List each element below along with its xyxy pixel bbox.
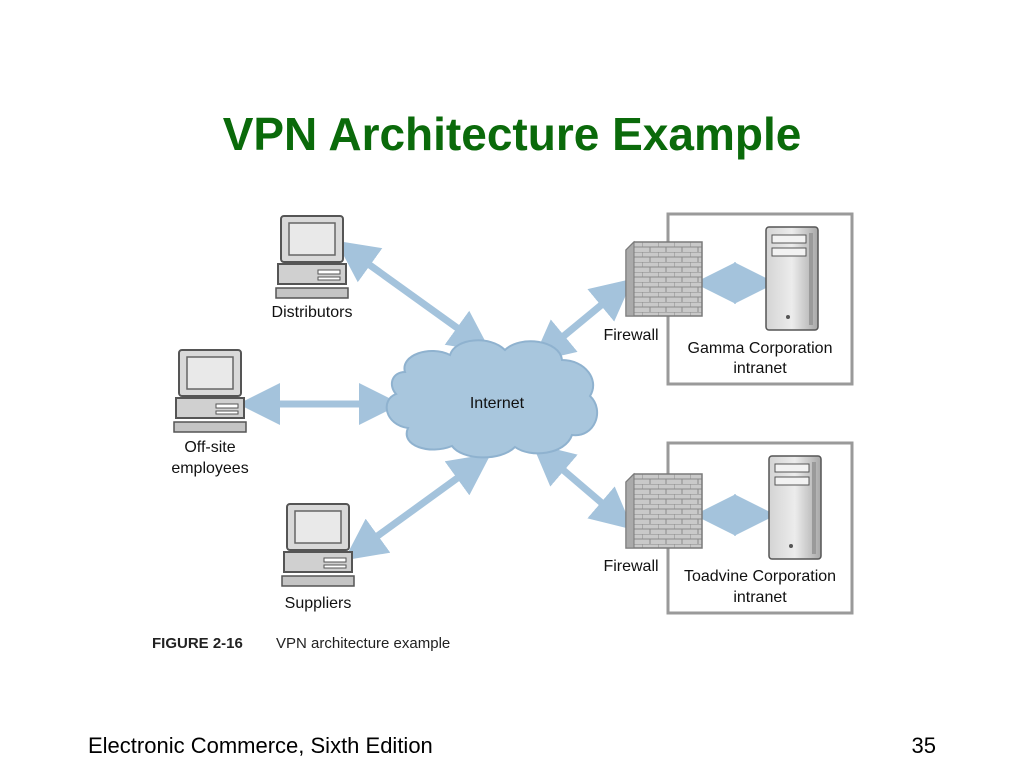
figure-number: FIGURE 2-16 [152,635,243,652]
label-offsite-line1: Off-site [184,439,236,456]
label-toadvine-line2: intranet [733,589,787,606]
firewall-bottom-icon [625,472,703,549]
label-gamma-line1: Gamma Corporation [687,340,833,357]
connection-arrows [238,240,776,561]
computer-distributors-icon [275,215,349,299]
computer-suppliers-icon [281,503,355,587]
arrow-internet-firewall-top [531,278,634,363]
label-firewall-top: Firewall [603,327,659,344]
label-firewall-bottom: Firewall [603,558,659,575]
label-gamma-line2: intranet [733,360,787,377]
arrow-distributors-internet [335,240,492,353]
internet-cloud [385,339,599,459]
figure-caption: VPN architecture example [276,635,451,652]
label-toadvine-line1: Toadvine Corporation [683,568,837,585]
server-toadvine-icon [768,455,822,560]
slide-title: VPN Architecture Example [222,108,802,160]
arrow-suppliers-internet [344,453,491,561]
computer-offsite-icon [173,349,247,433]
label-internet: Internet [469,395,525,412]
label-suppliers: Suppliers [284,595,352,612]
firewall-top-icon [625,240,703,317]
page-number: 35 [911,733,936,758]
label-distributors: Distributors [271,304,353,321]
server-gamma-icon [765,226,819,331]
label-offsite-line2: employees [171,460,249,477]
arrow-internet-firewall-bottom [532,443,633,530]
footer-book-title: Electronic Commerce, Sixth Edition [88,733,433,758]
